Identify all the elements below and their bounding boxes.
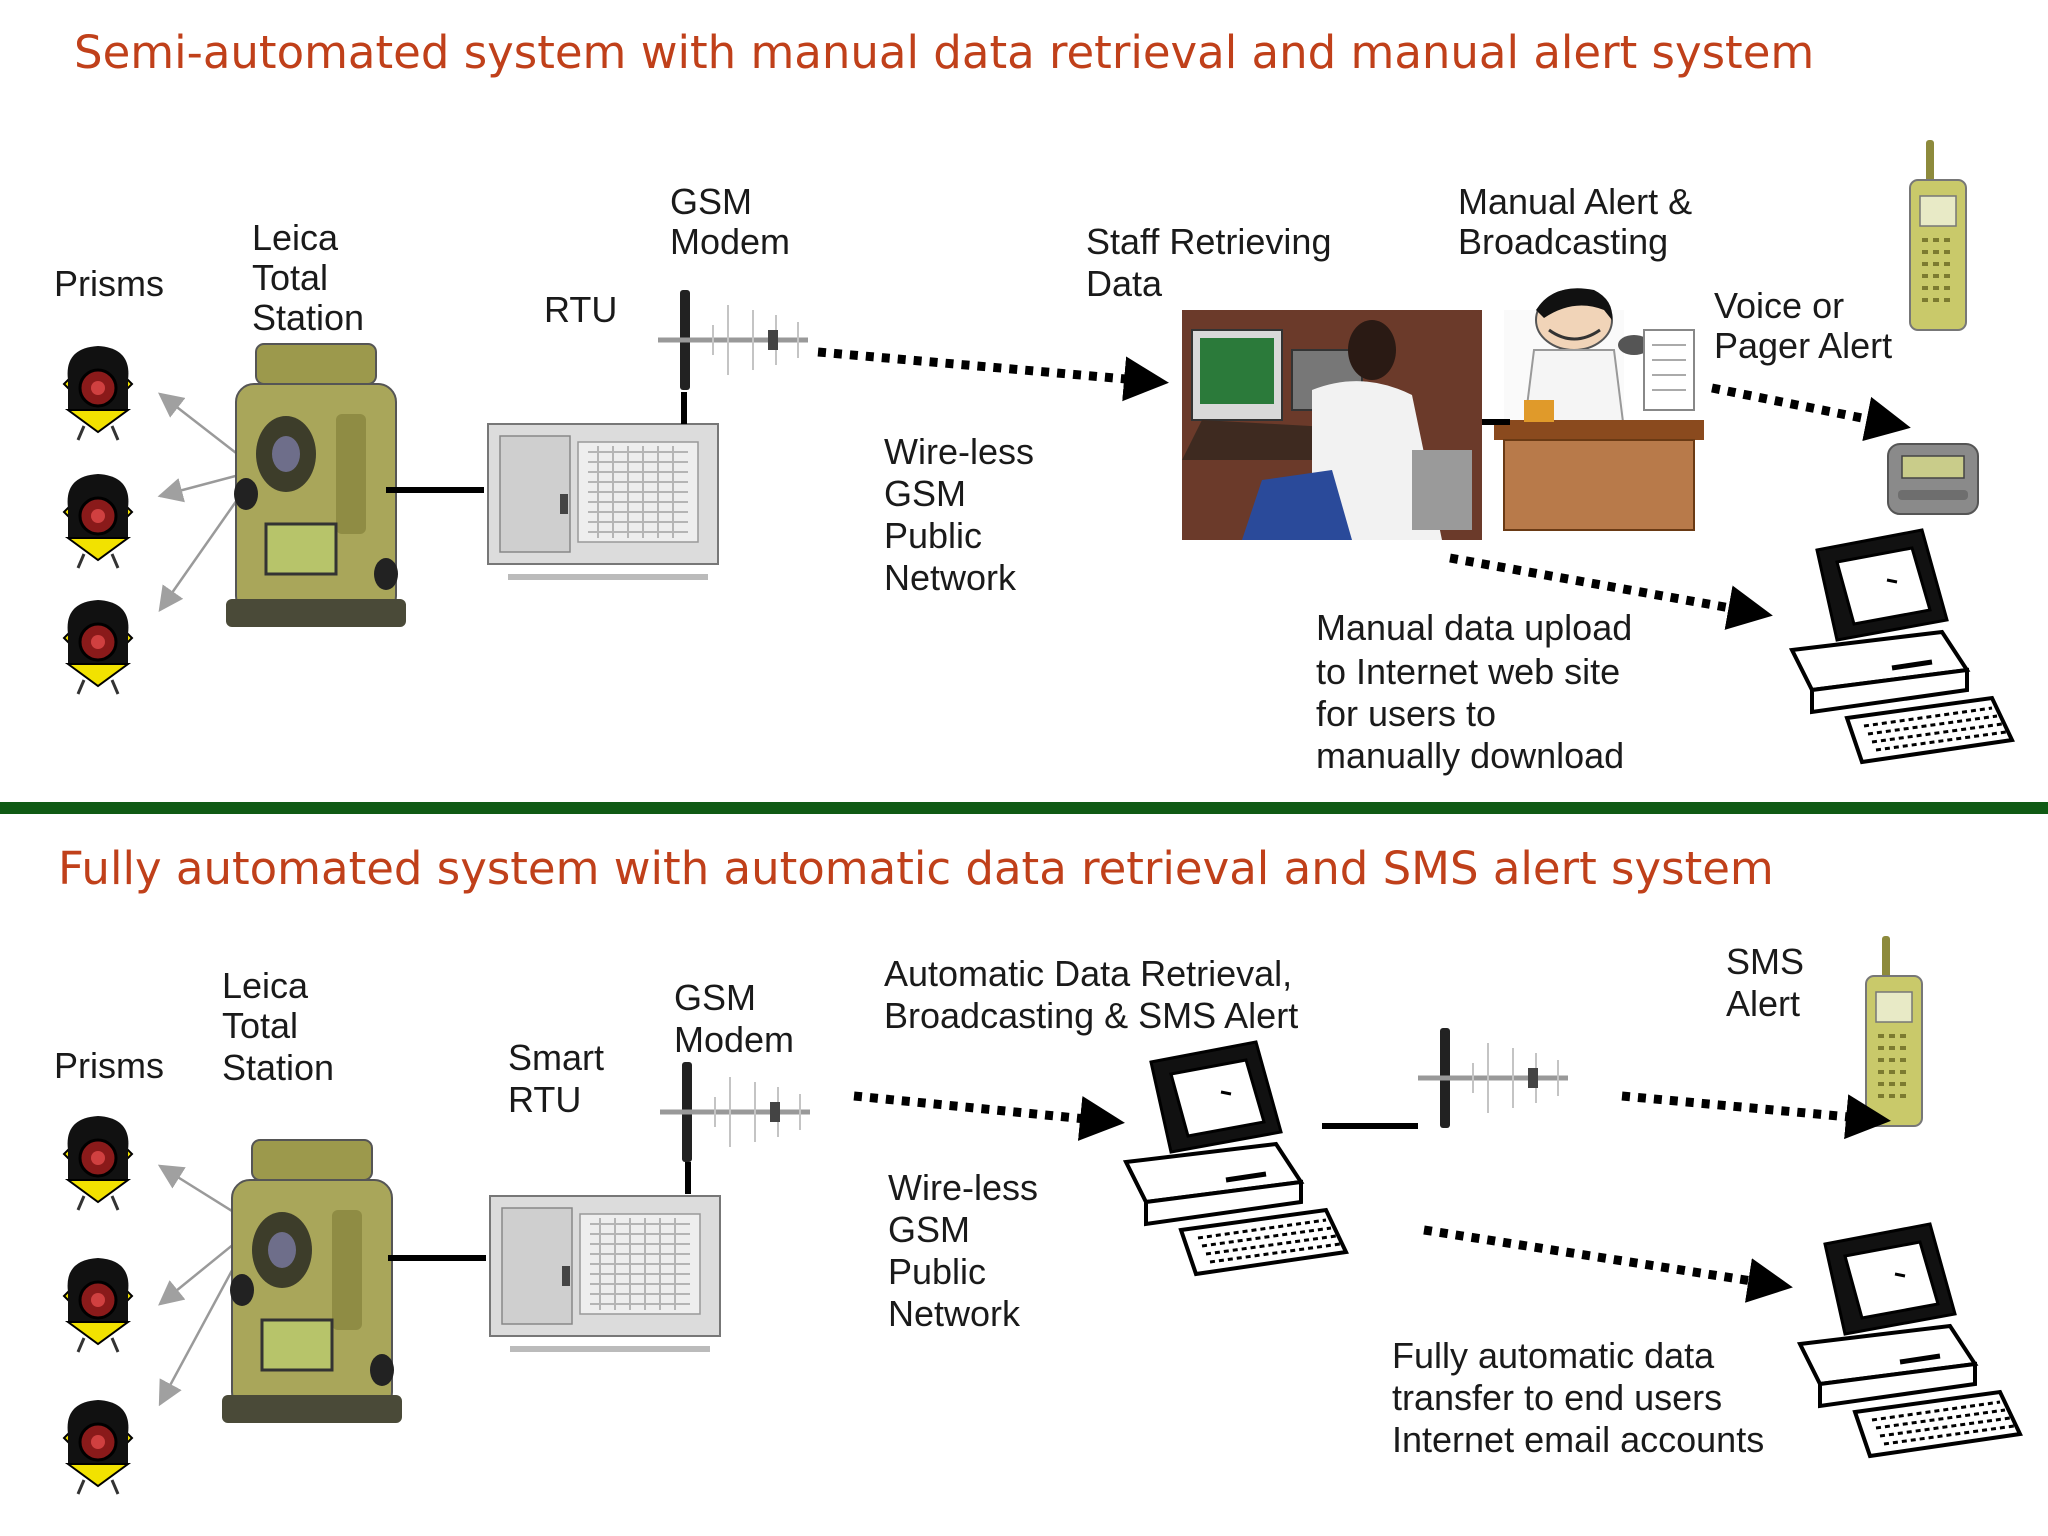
label-line: Staff Retrieving: [1086, 221, 1331, 262]
auto-rtu-label: Smart RTU: [508, 1037, 604, 1120]
label-line: GSM: [674, 977, 756, 1018]
desktop-computer-icon: [1792, 530, 2012, 762]
gsm-antenna-icon: [1418, 1028, 1568, 1128]
auto-arrow-computer-enduser: [1423, 1225, 1793, 1303]
auto-network-label: Wire-less GSM Public Network: [888, 1167, 1038, 1334]
label-line: Total: [222, 1005, 298, 1046]
semi-station-label: Leica Total Station: [252, 217, 364, 338]
semi-arrow-alert-pager: [1711, 383, 1911, 442]
label-line: manually download: [1316, 735, 1624, 776]
staff-workstation-icon: [1181, 309, 1483, 541]
label-line: Leica: [252, 217, 339, 258]
label-line: SMS: [1726, 941, 1804, 982]
gsm-antenna-icon: [658, 290, 808, 390]
prism-icon: [62, 472, 134, 570]
label-line: GSM: [670, 181, 752, 222]
prism-icon: [62, 344, 134, 442]
auto-sms-label: SMS Alert: [1726, 941, 1804, 1024]
auto-prisms-label: Prisms: [54, 1045, 164, 1086]
semi-voice-label: Voice or Pager Alert: [1714, 285, 1892, 366]
rtu-cabinet-icon: [489, 1195, 721, 1353]
semi-modem-label: GSM Modem: [670, 181, 790, 262]
label-line: to Internet web site: [1316, 651, 1620, 692]
label-line: Internet email accounts: [1392, 1419, 1764, 1460]
label-line: Station: [252, 297, 364, 338]
desktop-computer-icon: [1800, 1224, 2020, 1456]
auto-station-label: Leica Total Station: [222, 965, 334, 1088]
label-line: Voice or: [1714, 285, 1844, 326]
semi-manual-alert-label: Manual Alert & Broadcasting: [1458, 181, 1692, 262]
semi-arrow-upload-computer: [1449, 553, 1773, 630]
label-line: Data: [1086, 263, 1163, 304]
prism-icon: [62, 1114, 134, 1212]
prism-icon: [62, 1398, 134, 1496]
semi-arrow-gsm-staff: [817, 347, 1169, 402]
total-station-icon: [224, 342, 408, 629]
label-line: Pager Alert: [1714, 325, 1892, 366]
auto-arrow-gsm-computer: [853, 1091, 1125, 1141]
label-line: for users to: [1316, 693, 1496, 734]
label-line: RTU: [508, 1079, 581, 1120]
rtu-cabinet-icon: [487, 423, 719, 581]
prism-icon: [62, 598, 134, 696]
label-line: Public: [888, 1251, 986, 1292]
label-line: Modem: [674, 1019, 794, 1060]
semi-upload-label: Manual data upload to Internet web site …: [1316, 607, 1632, 776]
desktop-computer-icon: [1126, 1042, 1346, 1274]
section-divider: [0, 802, 2048, 814]
operator-phone-icon: [1492, 286, 1706, 532]
mobile-phone-icon: [1864, 934, 1924, 1128]
semi-rtu-label: RTU: [544, 289, 617, 330]
label-line: Prisms: [54, 263, 164, 304]
label-line: Wire-less: [884, 431, 1034, 472]
label-line: Leica: [222, 965, 309, 1006]
label-line: transfer to end users: [1392, 1377, 1722, 1418]
auto-retrieval-label: Automatic Data Retrieval, Broadcasting &…: [884, 953, 1298, 1036]
label-line: Automatic Data Retrieval,: [884, 953, 1292, 994]
label-line: Prisms: [54, 1045, 164, 1086]
label-line: Network: [888, 1293, 1021, 1334]
auto-arrow-antenna-phone: [1621, 1091, 1891, 1140]
label-line: Wire-less: [888, 1167, 1038, 1208]
label-line: Fully automatic data: [1392, 1335, 1715, 1376]
auto-section-title: Fully automated system with automatic da…: [58, 842, 1774, 895]
label-line: GSM: [884, 473, 966, 514]
label-line: Smart: [508, 1037, 604, 1078]
label-line: Public: [884, 515, 982, 556]
label-line: Total: [252, 257, 328, 298]
auto-transfer-label: Fully automatic data transfer to end use…: [1392, 1335, 1764, 1460]
label-line: Broadcasting & SMS Alert: [884, 995, 1298, 1036]
pager-icon: [1887, 443, 1979, 515]
gsm-antenna-icon: [660, 1062, 810, 1162]
total-station-icon: [220, 1138, 404, 1425]
label-line: Modem: [670, 221, 790, 262]
label-line: Manual data upload: [1316, 607, 1632, 648]
label-line: GSM: [888, 1209, 970, 1250]
label-line: Station: [222, 1047, 334, 1088]
semi-staff-label: Staff Retrieving Data: [1086, 221, 1331, 304]
label-line: Alert: [1726, 983, 1800, 1024]
semi-prisms-label: Prisms: [54, 263, 164, 304]
prism-icon: [62, 1256, 134, 1354]
auto-modem-label: GSM Modem: [674, 977, 794, 1060]
label-line: Broadcasting: [1458, 221, 1668, 262]
semi-network-label: Wire-less GSM Public Network: [884, 431, 1034, 598]
label-line: Network: [884, 557, 1017, 598]
label-line: Manual Alert &: [1458, 181, 1692, 222]
semi-section-title: Semi-automated system with manual data r…: [74, 26, 1814, 79]
mobile-phone-icon: [1908, 138, 1968, 332]
